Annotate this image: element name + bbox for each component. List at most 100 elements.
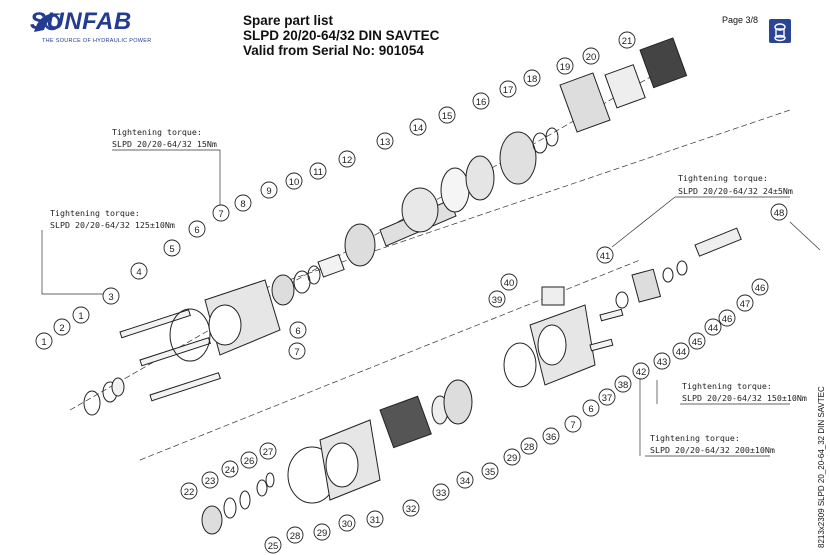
svg-text:24: 24 (225, 465, 236, 476)
svg-text:14: 14 (413, 123, 424, 134)
part-cover-plate (541, 286, 565, 306)
callout-30 (338, 514, 356, 532)
svg-text:30: 30 (342, 519, 353, 530)
svg-text:37: 37 (602, 393, 613, 404)
svg-text:7: 7 (570, 420, 575, 431)
callout-45 (688, 332, 706, 350)
svg-text:7: 7 (294, 347, 299, 358)
title-line-3: Valid from Serial No: 901054 (243, 43, 424, 58)
svg-text:1: 1 (41, 337, 46, 348)
callout-numbers: 1 2 1 3 4 5 6 7 8 9 10 11 12 13 14 15 16… (41, 36, 784, 552)
part-retainer-plate (465, 155, 495, 201)
title-line-1: Spare part list (243, 13, 334, 28)
part-ring-12 (344, 223, 376, 267)
torque-notes: Tightening torque: SLPD 20/20-64/32 15Nm… (50, 127, 807, 455)
svg-text:38: 38 (618, 380, 629, 391)
callout-43 (653, 352, 671, 370)
svg-text:27: 27 (263, 447, 274, 458)
part-bolt-42 (589, 338, 614, 352)
callout-44b (672, 342, 690, 360)
part-ring-44 (615, 291, 629, 309)
svg-text:44: 44 (708, 323, 719, 334)
svg-text:44: 44 (676, 347, 687, 358)
callout-6a (188, 220, 206, 238)
logo-tagline: THE SOURCE OF HYDRAULIC POWER (42, 38, 152, 44)
callout-40 (500, 273, 518, 291)
svg-text:46: 46 (755, 283, 766, 294)
callout-25 (264, 536, 282, 554)
callout-12 (338, 150, 356, 168)
callout-29a (503, 448, 521, 466)
svg-text:20: 20 (586, 52, 597, 63)
callout-16 (472, 92, 490, 110)
svg-text:6: 6 (194, 225, 199, 236)
svg-text:29: 29 (317, 528, 328, 539)
part-plate-35 (443, 379, 473, 425)
callout-37 (598, 388, 616, 406)
svg-text:39: 39 (492, 295, 503, 306)
row1-parts (83, 37, 688, 416)
part-ring-27 (265, 472, 275, 488)
svg-text:43: 43 (657, 357, 668, 368)
callout-35 (481, 462, 499, 480)
svg-text:2: 2 (59, 323, 64, 334)
page-number: Page 3/8 (722, 15, 759, 25)
callout-21 (618, 31, 636, 49)
svg-text:28: 28 (524, 442, 535, 453)
page-title: Spare part list SLPD 20/20-64/32 DIN SAV… (243, 13, 439, 58)
callout-26 (240, 451, 258, 469)
callout-circles (35, 31, 788, 554)
svg-text:5: 5 (169, 244, 174, 255)
callout-22 (180, 482, 198, 500)
callout-1b (72, 306, 90, 324)
callout-10 (285, 172, 303, 190)
svg-text:45: 45 (692, 337, 703, 348)
part-seal-22 (201, 505, 223, 535)
part-bolt-a (119, 309, 191, 339)
callout-28b (286, 526, 304, 544)
callout-41 (596, 246, 614, 264)
callout-6b (289, 321, 307, 339)
pump-icon (769, 19, 791, 43)
part-ring-10 (307, 265, 321, 285)
torque-note-2-spec: SLPD 20/20-64/32 125±10Nm (50, 220, 175, 230)
callout-28a (520, 437, 538, 455)
logo-mark (34, 13, 62, 32)
callout-7b (288, 342, 306, 360)
svg-text:26: 26 (244, 456, 255, 467)
callout-36 (542, 427, 560, 445)
callout-7a (212, 204, 230, 222)
torque-note-2-heading: Tightening torque: (50, 208, 140, 218)
part-block-45 (631, 268, 662, 303)
svg-text:8: 8 (240, 199, 245, 210)
callout-38 (614, 375, 632, 393)
callout-31 (366, 510, 384, 528)
svg-text:13: 13 (380, 137, 391, 148)
svg-text:23: 23 (205, 476, 216, 487)
part-bolt-43 (599, 308, 624, 322)
svg-text:35: 35 (485, 467, 496, 478)
callout-23 (201, 471, 219, 489)
part-ring-26 (256, 479, 268, 497)
callout-17 (499, 80, 517, 98)
callout-7c (564, 415, 582, 433)
part-ring-23 (223, 497, 237, 519)
callout-15 (438, 106, 456, 124)
torque-note-4-heading: Tightening torque: (682, 381, 772, 391)
svg-text:18: 18 (527, 74, 538, 85)
callout-29b (313, 523, 331, 541)
torque-note-1-spec: SLPD 20/20-64/32 15Nm (112, 139, 217, 149)
callout-4 (130, 262, 148, 280)
svg-text:41: 41 (600, 251, 611, 262)
svg-text:16: 16 (476, 97, 487, 108)
svg-text:6: 6 (588, 404, 593, 415)
svg-text:28: 28 (290, 531, 301, 542)
torque-leaders (41, 149, 821, 457)
svg-text:32: 32 (406, 504, 417, 515)
part-springs (639, 37, 688, 89)
svg-text:25: 25 (268, 541, 279, 552)
svg-text:22: 22 (184, 487, 195, 498)
part-ring-47 (676, 260, 688, 276)
part-thrust-plate (440, 167, 470, 213)
torque-note-5-spec: SLPD 20/20-64/32 200±10Nm (650, 445, 775, 455)
